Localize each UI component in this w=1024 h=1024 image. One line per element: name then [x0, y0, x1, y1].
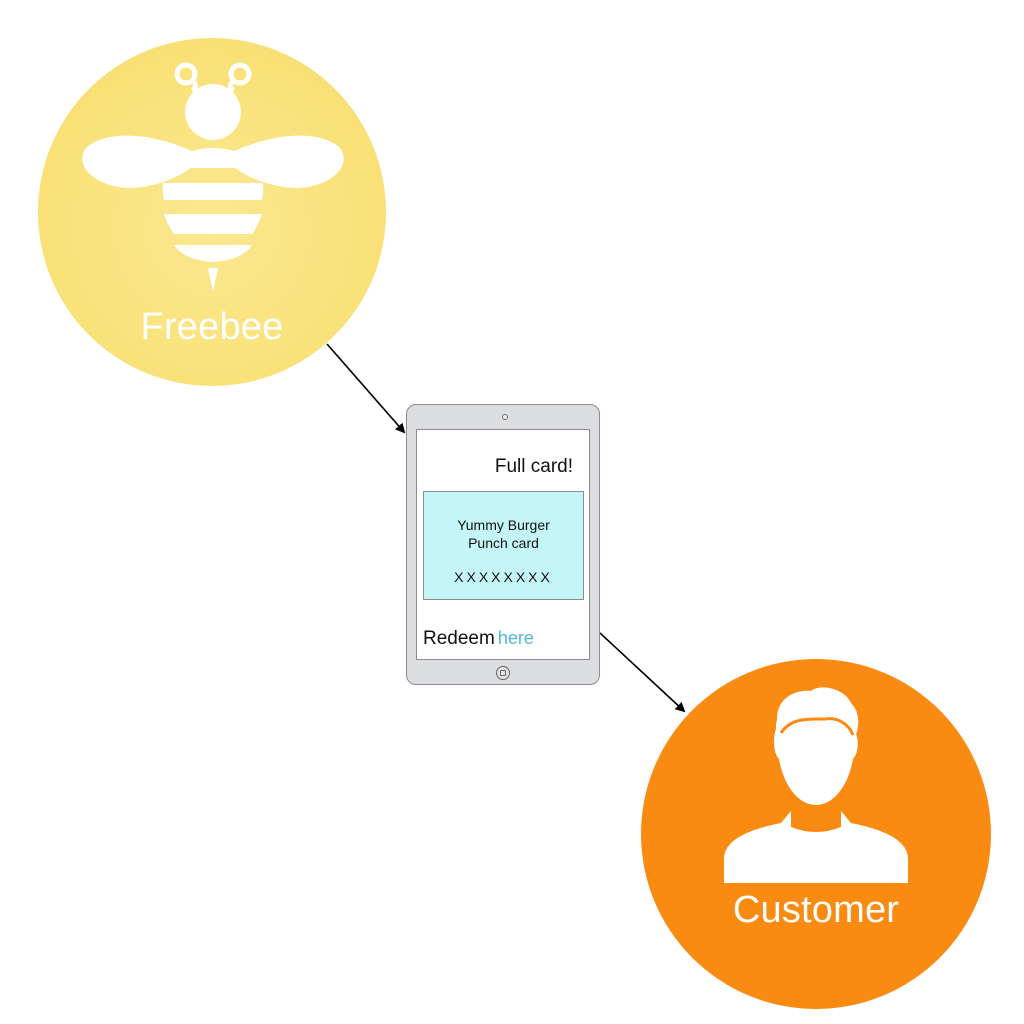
card-punches: XXXXXXXX [454, 569, 553, 585]
freebee-node: Freebee [38, 38, 386, 386]
camera-icon [502, 414, 508, 420]
tablet-device: Full card! Yummy Burger Punch card XXXXX… [406, 404, 600, 685]
screen-heading: Full card! [494, 456, 573, 477]
customer-label: Customer [732, 889, 900, 931]
card-subtitle: Punch card [468, 535, 539, 551]
customer-node: Customer [641, 659, 991, 1009]
punch-card: Yummy Burger Punch card XXXXXXXX [423, 491, 584, 600]
tablet-screen: Full card! Yummy Burger Punch card XXXXX… [416, 429, 590, 660]
home-button-icon[interactable] [496, 666, 510, 680]
arrow-tablet-to-customer [599, 632, 686, 713]
arrow-freebee-to-tablet [326, 343, 406, 434]
bee-icon [82, 62, 344, 292]
person-icon [724, 687, 908, 883]
redeem-link[interactable]: here [497, 628, 534, 648]
freebee-label: Freebee [140, 306, 284, 348]
card-title: Yummy Burger [457, 517, 550, 533]
redeem-text: Redeem [423, 628, 495, 649]
